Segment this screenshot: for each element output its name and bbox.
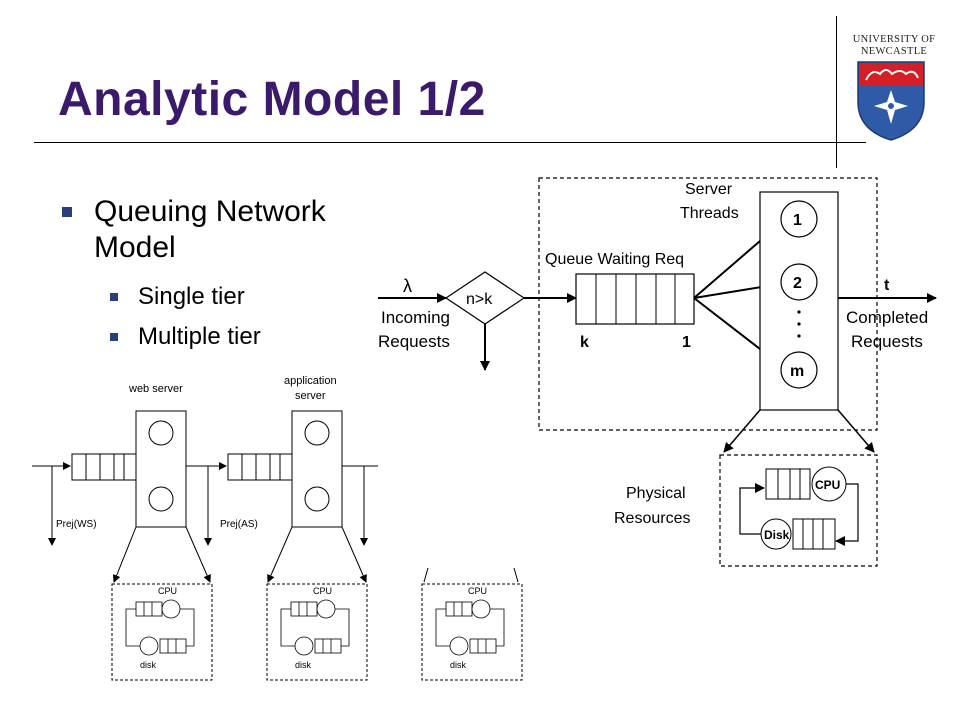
cross-center (888, 103, 894, 109)
web-thread-2 (148, 486, 174, 512)
cpu-to-disk-arrow (835, 483, 859, 546)
server-threads-label-1: Server (685, 181, 733, 198)
server-threads-label-2: Threads (680, 205, 739, 222)
university-line-1: UNIVERSITY OF (852, 34, 936, 45)
thread-1-circle (780, 200, 818, 238)
cpu-queue (765, 468, 811, 500)
completed-label-2: Requests (851, 332, 923, 351)
resource2-cpu-label: CPU (313, 586, 332, 596)
bullet-marker-2 (110, 293, 118, 301)
university-name: UNIVERSITY OF NEWCASTLE (846, 34, 942, 58)
bullet-marker-3 (110, 333, 118, 341)
queue-1-label: 1 (682, 334, 691, 351)
university-shield-logo (857, 61, 925, 141)
multi-tier-diagram: web server application server Prej(WS) P… (32, 375, 523, 681)
logo-divider (836, 16, 837, 168)
disk-queue (792, 518, 836, 550)
disk-to-cpu-arrow (739, 483, 765, 535)
app-server-label-2: server (295, 390, 326, 402)
throughput-label: t (884, 277, 890, 294)
app-thread-1 (304, 420, 330, 446)
queue-slots (595, 274, 676, 324)
university-line-2: NEWCASTLE (860, 46, 928, 57)
tier1-expand-left (112, 526, 137, 583)
physical-label-2: Resources (614, 510, 690, 527)
thread-m-label: m (790, 363, 804, 380)
lambda-label: λ (403, 276, 412, 296)
tier3-expand-right (513, 567, 519, 583)
title-divider (34, 142, 866, 143)
expand-line-right (837, 409, 875, 453)
physical-resources-box (719, 454, 878, 567)
tier1-expand-right (185, 526, 211, 583)
thread-ellipsis (797, 310, 801, 338)
thread-m-circle (780, 351, 818, 389)
tier2-expand-right (341, 526, 367, 583)
bullet-line-1: Queuing Network (94, 195, 326, 228)
bullet-single-tier: Single tier (138, 283, 245, 310)
expand-line-left (723, 409, 761, 453)
tier2-expand-left (267, 526, 293, 583)
completed-label-1: Completed (846, 308, 928, 327)
tier2-queue (227, 453, 293, 481)
resource3-cpu-label: CPU (468, 586, 487, 596)
incoming-label-1: Incoming (381, 308, 450, 327)
cpu-label: CPU (815, 478, 840, 492)
incoming-label-2: Requests (378, 332, 450, 351)
resource3-disk-label: disk (450, 660, 467, 670)
resource-box-3: CPU disk (421, 583, 523, 681)
resource1-disk-label: disk (140, 660, 157, 670)
disk-label: Disk (764, 528, 790, 542)
prej-as-label: Prej(AS) (220, 519, 258, 530)
resource1-cpu-label: CPU (158, 586, 177, 596)
bullet-marker-1 (62, 207, 72, 217)
prej-ws-label: Prej(WS) (56, 519, 97, 530)
condition-label: n>k (466, 291, 493, 308)
physical-label-1: Physical (626, 485, 686, 502)
tier3-expand-left (423, 567, 429, 583)
web-thread-1 (148, 420, 174, 446)
bullet-multiple-tier: Multiple tier (138, 323, 261, 350)
queue-model-diagram: λ Incoming Requests n>k Queue Waiting Re… (378, 177, 937, 567)
bullet-line-2: Model (94, 231, 176, 264)
bullet-queuing-network: Queuing Network Model (94, 194, 326, 266)
resource-box-2: CPU disk (266, 583, 368, 681)
server-boundary (538, 177, 878, 431)
slide-title: Analytic Model 1/2 (58, 73, 486, 126)
thread-2-circle (780, 263, 818, 301)
web-server-label: web server (128, 383, 183, 395)
resource-box-1: CPU disk (111, 583, 213, 681)
queue-label: Queue Waiting Req (545, 251, 684, 268)
app-thread-2 (304, 486, 330, 512)
lion-icon (865, 69, 919, 81)
queue-buffer (575, 273, 695, 325)
thread-1-label: 1 (793, 212, 802, 229)
thread-2-label: 2 (793, 275, 802, 292)
resource2-disk-label: disk (295, 660, 312, 670)
queue-k-label: k (580, 334, 589, 351)
tier1-queue (71, 453, 137, 481)
app-server-label-1: application (284, 375, 337, 387)
